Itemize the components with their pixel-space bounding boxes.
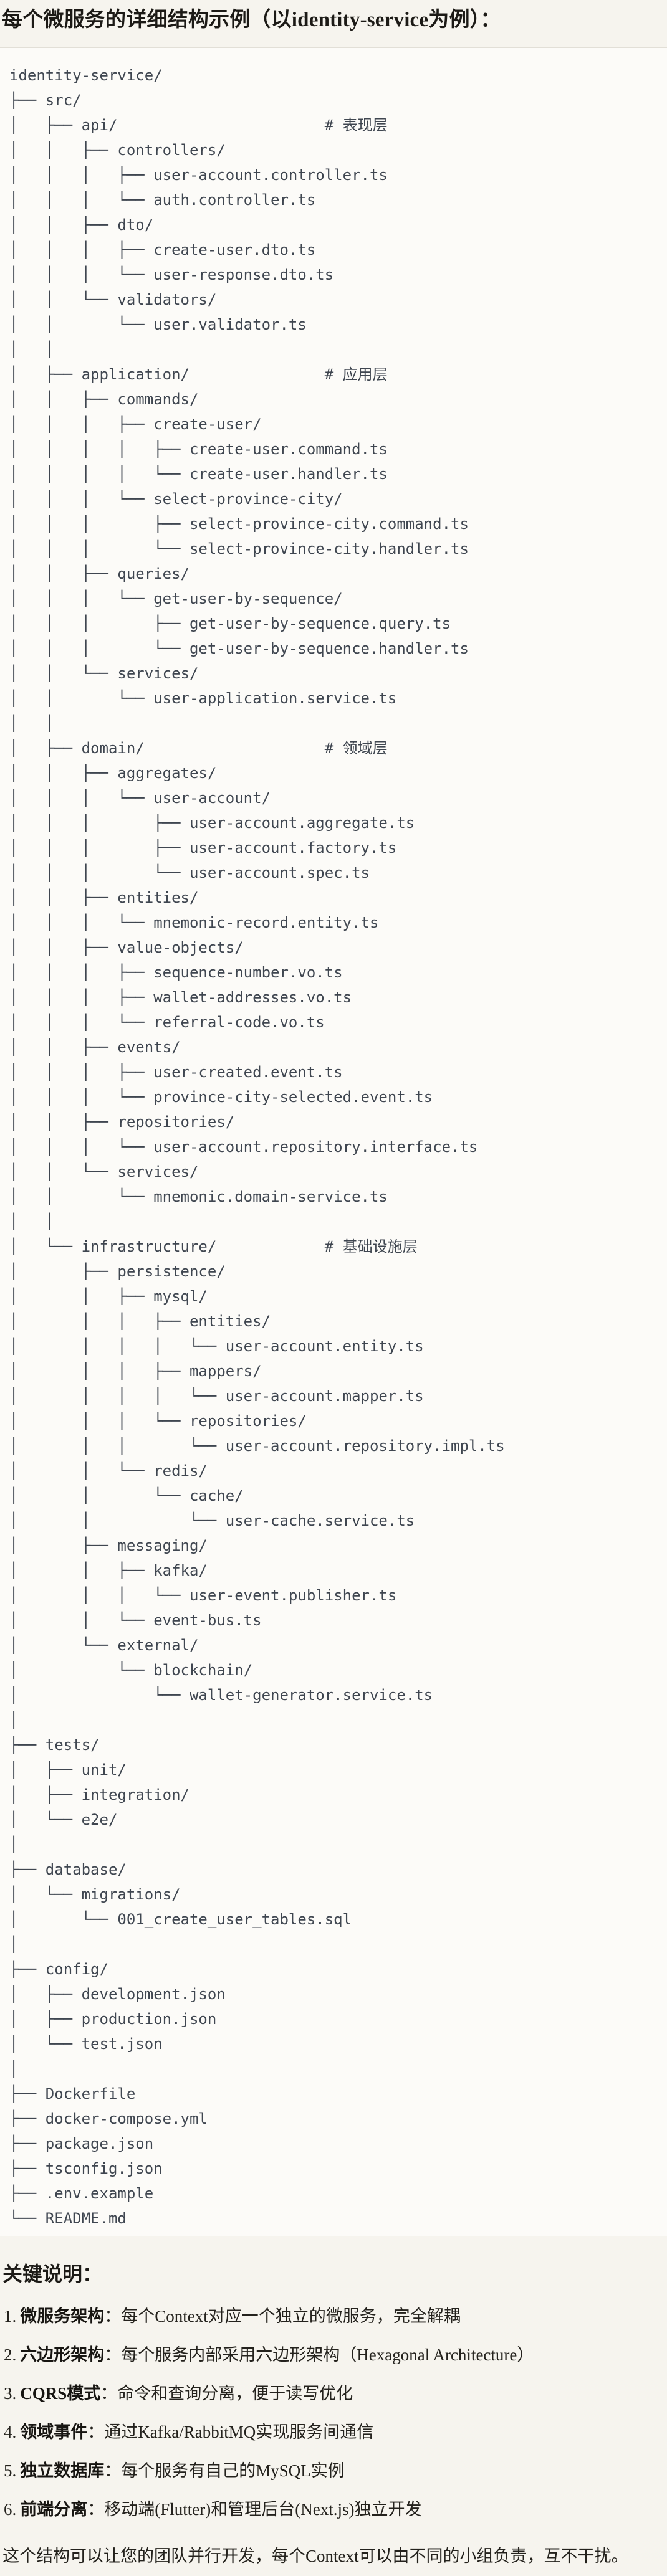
note-text: ：每个服务内部采用六边形架构（Hexagonal Architecture） [104,2345,534,2364]
directory-tree: identity-service/ ├── src/ │ ├── api/ # … [9,67,505,2227]
note-item: 6.前端分离：移动端(Flutter)和管理后台(Next.js)独立开发 [4,2499,663,2520]
note-item: 3.CQRS模式：命令和查询分离，便于读写优化 [4,2383,663,2404]
note-label: 前端分离 [20,2500,88,2519]
code-block: identity-service/ ├── src/ │ ├── api/ # … [0,47,667,2236]
note-number: 1. [4,2307,17,2326]
note-number: 5. [4,2461,17,2480]
note-number: 2. [4,2345,17,2364]
summary-paragraph: 这个结构可以让您的团队并行开发，每个Context可以由不同的小组负责，互不干扰… [2,2547,628,2565]
note-text: ：每个Context对应一个独立的微服务，完全解耦 [104,2307,461,2326]
note-label: CQRS模式 [20,2384,101,2403]
note-label: 六边形架构 [20,2345,105,2364]
notes-heading: 关键说明： [2,2263,103,2285]
note-item: 4.领域事件：通过Kafka/RabbitMQ实现服务间通信 [4,2422,663,2443]
page-title: 每个微服务的详细结构示例（以identity-service为例）： [2,9,501,31]
note-item: 1.微服务架构：每个Context对应一个独立的微服务，完全解耦 [4,2306,663,2327]
key-notes-section: 关键说明： 1.微服务架构：每个Context对应一个独立的微服务，完全解耦 2… [0,2263,667,2576]
note-text: ：命令和查询分离，便于读写优化 [100,2384,353,2403]
note-label: 独立数据库 [20,2461,105,2480]
note-text: ：通过Kafka/RabbitMQ实现服务间通信 [87,2423,374,2441]
note-item: 5.独立数据库：每个服务有自己的MySQL实例 [4,2460,663,2481]
note-number: 6. [4,2500,17,2519]
note-number: 3. [4,2384,17,2403]
note-label: 微服务架构 [20,2307,105,2326]
note-number: 4. [4,2423,17,2441]
note-item: 2.六边形架构：每个服务内部采用六边形架构（Hexagonal Architec… [4,2344,663,2365]
note-label: 领域事件 [20,2423,88,2441]
note-text: ：每个服务有自己的MySQL实例 [104,2461,345,2480]
note-text: ：移动端(Flutter)和管理后台(Next.js)独立开发 [87,2500,422,2519]
